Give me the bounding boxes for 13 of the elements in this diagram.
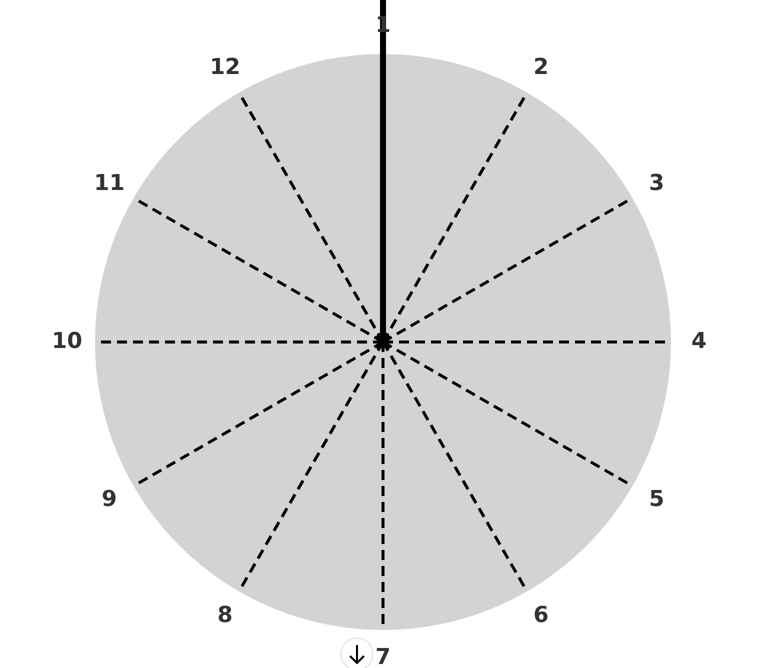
hour-number: 8	[217, 604, 233, 627]
hour-number: 4	[691, 331, 707, 353]
hour-number: 3	[649, 173, 664, 195]
hour-number: 7	[375, 647, 391, 668]
hour-number: 2	[533, 57, 549, 80]
hour-number: 10	[52, 331, 82, 353]
hour-number: 12	[210, 57, 240, 80]
hour-number: 1	[375, 15, 391, 37]
hour-number: 9	[102, 489, 117, 511]
hour-number: 5	[649, 489, 664, 511]
hour-number: 6	[533, 604, 549, 627]
hour-number: 11	[94, 173, 125, 195]
disc	[95, 54, 671, 630]
